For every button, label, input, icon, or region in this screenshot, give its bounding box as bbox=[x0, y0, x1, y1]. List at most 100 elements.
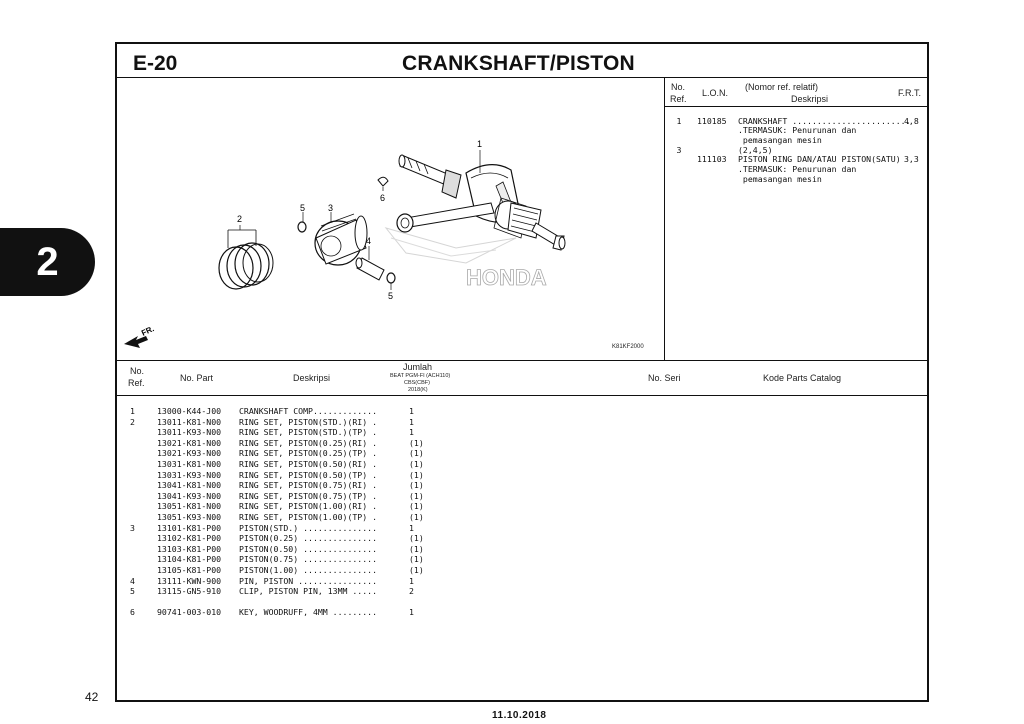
parts-header-deskripsi: Deskripsi bbox=[293, 373, 331, 383]
callout-1: 1 bbox=[477, 139, 482, 149]
callout-3: 3 bbox=[328, 203, 333, 213]
ref-header-lon: L.O.N. bbox=[702, 88, 729, 98]
parts-header-divider bbox=[115, 395, 929, 396]
crankshaft-drawing bbox=[396, 154, 566, 251]
part-description: PISTON(0.50) ............... bbox=[239, 543, 378, 554]
table-row: 13031-K81-N00 RING SET, PISTON(0.50)(RI) … bbox=[0, 459, 1024, 469]
part-quantity: 1 bbox=[409, 575, 414, 586]
part-description: RING SET, PISTON(0.75)(RI) . bbox=[239, 480, 378, 491]
part-quantity: (1) bbox=[409, 533, 424, 544]
part-quantity: 1 bbox=[409, 427, 414, 438]
parts-header-seri: No. Seri bbox=[648, 373, 681, 383]
parts-header-model: BEAT PGM-FI (ACH110) bbox=[390, 373, 451, 379]
diagram-code: K81KF2000 bbox=[612, 344, 644, 350]
ref-header-ref: Ref. bbox=[670, 94, 687, 104]
part-number: 13101-K81-P00 bbox=[157, 522, 222, 533]
table-row: 2 13011-K81-N00 RING SET, PISTON(STD.)(RI)… bbox=[0, 417, 1024, 427]
section-code: E-20 bbox=[133, 52, 178, 75]
exploded-diagram: HONDA bbox=[124, 139, 644, 350]
part-number: 13021-K93-N00 bbox=[157, 448, 222, 459]
part-number: 13021-K81-N00 bbox=[157, 437, 222, 448]
ref-header-divider bbox=[664, 106, 929, 107]
part-description: PIN, PISTON ................ bbox=[239, 575, 378, 586]
part-ref: 2 bbox=[130, 416, 135, 427]
part-number: 13102-K81-P00 bbox=[157, 533, 222, 544]
table-row: 13021-K93-N00 RING SET, PISTON(0.25)(TP) … bbox=[0, 448, 1024, 458]
honda-watermark bbox=[384, 227, 517, 264]
part-number: 13041-K93-N00 bbox=[157, 490, 222, 501]
part-description: PISTON(1.00) ............... bbox=[239, 565, 378, 575]
part-number: 13051-K93-N00 bbox=[157, 512, 222, 522]
parts-header-variant: CBS(CBF) bbox=[404, 380, 430, 386]
page-title: CRANKSHAFT/PISTON bbox=[402, 52, 635, 75]
part-quantity: (1) bbox=[409, 448, 424, 459]
part-description: RING SET, PISTON(0.25)(TP) . bbox=[239, 448, 378, 459]
part-description: RING SET, PISTON(STD.)(TP) . bbox=[239, 427, 378, 438]
parts-header-part: No. Part bbox=[180, 373, 214, 383]
part-number: 13103-K81-P00 bbox=[157, 543, 222, 554]
catalog-frame bbox=[115, 42, 929, 702]
table-row: 13102-K81-P00 PISTON(0.25) ..............… bbox=[0, 533, 1024, 543]
part-quantity: (1) bbox=[409, 543, 424, 554]
part-quantity: (1) bbox=[409, 480, 424, 491]
callout-6: 6 bbox=[380, 193, 385, 203]
part-number: 13031-K93-N00 bbox=[157, 469, 222, 480]
part-number: 13041-K81-N00 bbox=[157, 480, 222, 491]
part-ref: 1 bbox=[130, 406, 135, 416]
part-number: 13051-K81-N00 bbox=[157, 501, 222, 512]
part-quantity: (1) bbox=[409, 554, 424, 565]
part-description: PISTON(0.25) ............... bbox=[239, 533, 378, 544]
clip-drawing bbox=[297, 221, 307, 233]
callout-5: 5 bbox=[300, 203, 305, 213]
part-number: 13104-K81-P00 bbox=[157, 554, 222, 565]
callout-5b: 5 bbox=[388, 291, 393, 301]
part-quantity: (1) bbox=[409, 459, 424, 469]
table-row: 13041-K81-N00 RING SET, PISTON(0.75)(RI) … bbox=[0, 480, 1024, 490]
part-description: CRANKSHAFT COMP............. bbox=[239, 406, 378, 416]
part-quantity: (1) bbox=[409, 501, 424, 512]
part-quantity: 2 bbox=[409, 586, 414, 597]
part-description: CLIP, PISTON PIN, 13MM ..... bbox=[239, 586, 378, 597]
part-quantity: 1 bbox=[409, 416, 414, 427]
parts-header-jumlah: Jumlah bbox=[403, 362, 433, 372]
table-row: 3 13101-K81-P00 PISTON(STD.) .............… bbox=[0, 523, 1024, 533]
piston-pin-drawing bbox=[355, 257, 385, 281]
ref-header-no: No. bbox=[671, 82, 686, 92]
part-number: 13031-K81-N00 bbox=[157, 459, 222, 469]
part-quantity: (1) bbox=[409, 565, 424, 575]
page-number: 42 bbox=[85, 690, 99, 704]
part-number: 90741-003-010 bbox=[157, 607, 222, 618]
watermark-text: HONDA bbox=[466, 265, 547, 290]
part-quantity: (1) bbox=[409, 469, 424, 480]
part-description: RING SET, PISTON(STD.)(RI) . bbox=[239, 416, 378, 427]
ref-header-deskripsi: Deskripsi bbox=[791, 94, 829, 104]
callout-2: 2 bbox=[237, 214, 242, 224]
table-row: 13103-K81-P00 PISTON(0.50) ..............… bbox=[0, 544, 1024, 554]
part-description: PISTON(STD.) ............... bbox=[239, 522, 378, 533]
piston-drawing bbox=[314, 213, 368, 266]
callout-4: 4 bbox=[366, 236, 371, 246]
title-divider bbox=[115, 77, 929, 78]
part-ref: 4 bbox=[130, 575, 135, 586]
parts-header-kode: Kode Parts Catalog bbox=[763, 373, 842, 383]
part-number: 13011-K81-N00 bbox=[157, 416, 222, 427]
piston-rings-drawing bbox=[218, 229, 274, 290]
part-description: RING SET, PISTON(0.50)(RI) . bbox=[239, 459, 378, 469]
part-quantity: (1) bbox=[409, 512, 424, 522]
part-ref: 5 bbox=[130, 586, 135, 597]
parts-header-year: 2018(K) bbox=[408, 387, 428, 393]
ref-panel-divider bbox=[664, 77, 665, 360]
front-arrow-icon bbox=[124, 336, 148, 348]
part-quantity: 1 bbox=[409, 522, 414, 533]
ref-row: 1 110185 CRANKSHAFT ....................… bbox=[676, 116, 919, 155]
ref-row: 3 111103 PISTON RING DAN/ATAU PISTON(SAT… bbox=[676, 145, 919, 184]
part-ref: 3 bbox=[130, 522, 135, 533]
